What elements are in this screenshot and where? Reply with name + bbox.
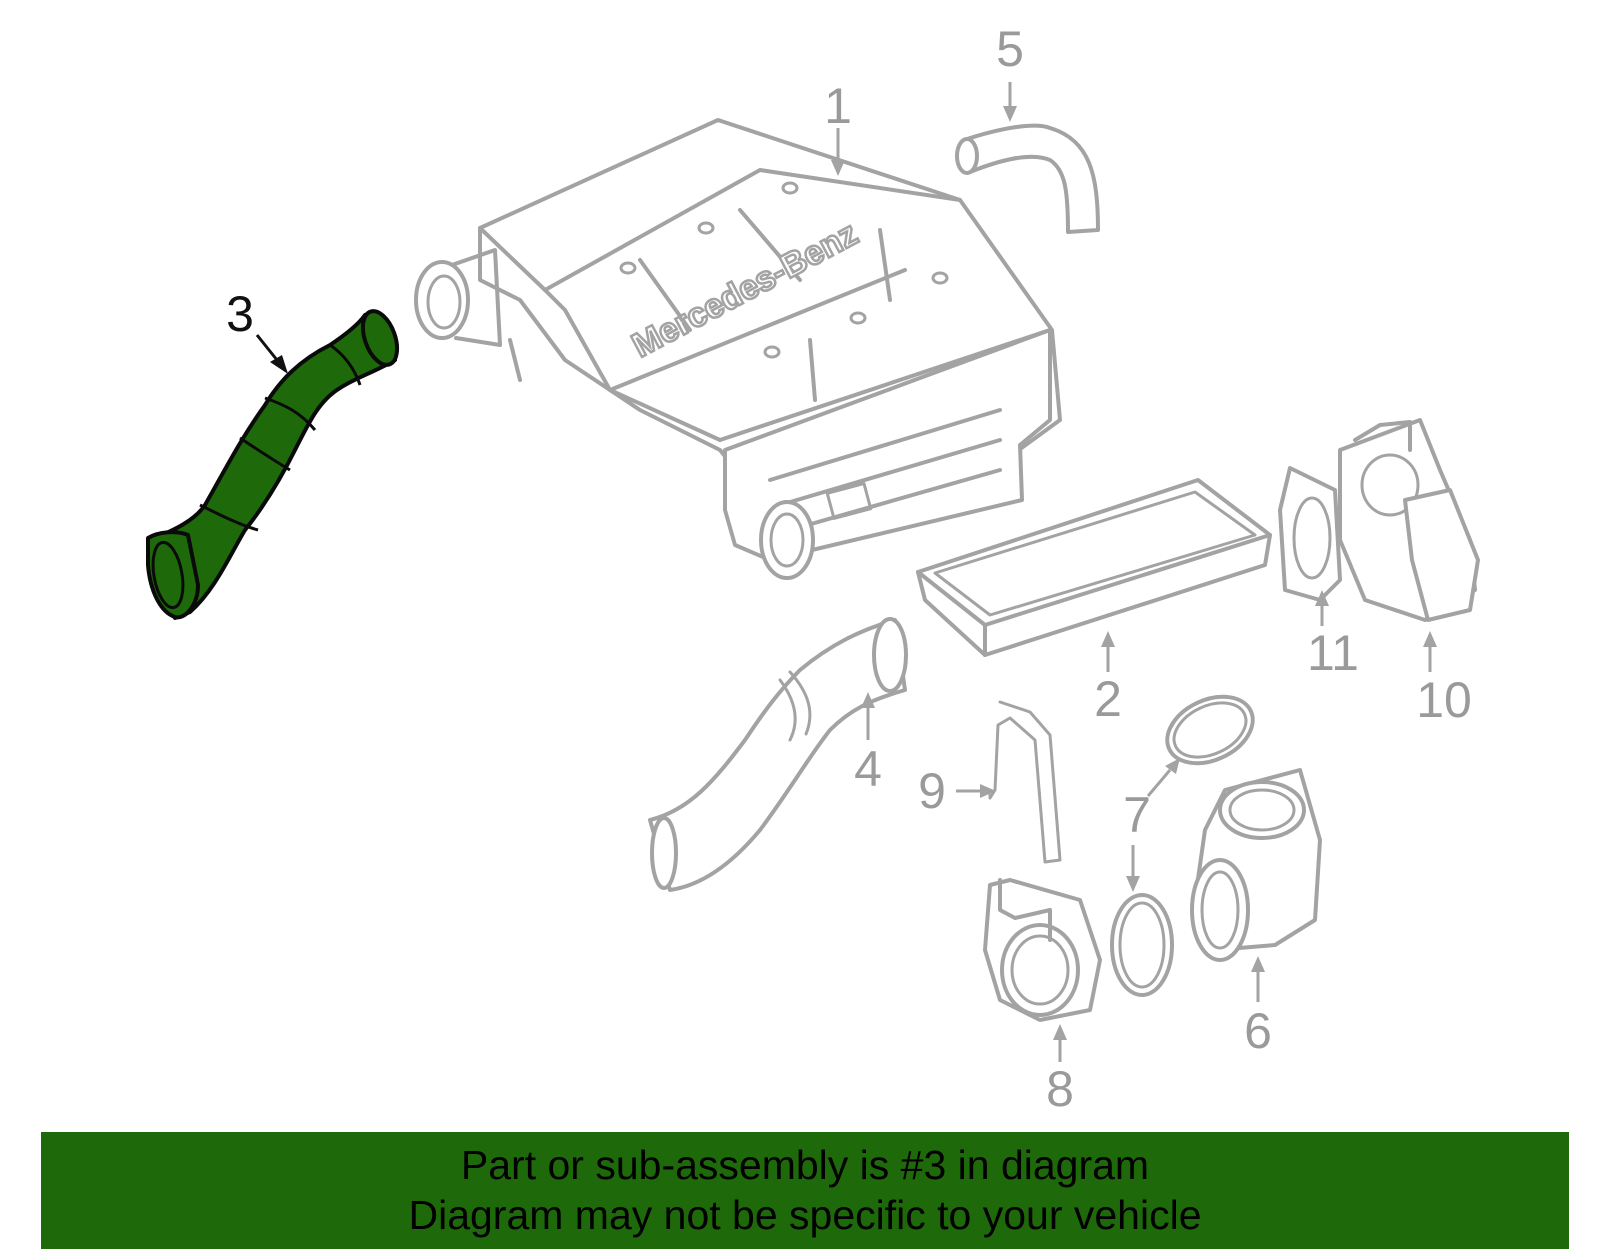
part-8-sensor[interactable] (983, 878, 1102, 1022)
callout-7: 7 (1123, 758, 1180, 892)
part-9-seal[interactable] (988, 700, 1062, 864)
svg-text:8: 8 (1046, 1061, 1074, 1117)
part-3-air-duct-highlighted[interactable] (146, 307, 404, 620)
svg-text:3: 3 (226, 286, 254, 342)
part-11-gasket[interactable] (1278, 466, 1342, 602)
svg-text:2: 2 (1094, 671, 1122, 727)
svg-text:6: 6 (1244, 1003, 1272, 1059)
callout-10: 10 (1416, 631, 1472, 728)
callout-3: 3 (226, 286, 288, 374)
svg-text:9: 9 (918, 763, 946, 819)
svg-text:4: 4 (854, 741, 882, 797)
svg-text:11: 11 (1307, 625, 1359, 681)
callout-6: 6 (1244, 956, 1272, 1059)
part-2-filter-element[interactable] (916, 478, 1272, 657)
callout-9: 9 (918, 763, 996, 819)
callout-11: 11 (1307, 590, 1359, 681)
svg-text:7: 7 (1123, 787, 1151, 843)
svg-text:1: 1 (824, 78, 852, 134)
part-7-ring-lower[interactable] (1110, 893, 1174, 997)
info-banner: Part or sub-assembly is #3 in diagram Di… (41, 1132, 1569, 1249)
callout-1: 1 (824, 78, 852, 176)
svg-text:5: 5 (996, 21, 1024, 77)
part-1-air-filter-housing[interactable]: Mercedes-Benz (414, 118, 1062, 580)
callout-5: 5 (996, 21, 1024, 122)
svg-text:10: 10 (1416, 672, 1472, 728)
part-4-intake-duct[interactable] (648, 617, 908, 892)
banner-line-part-number: Part or sub-assembly is #3 in diagram (460, 1142, 1150, 1188)
part-10-throttle-body[interactable] (1338, 418, 1480, 622)
part-6-air-mass-housing[interactable] (1190, 768, 1322, 962)
part-7-ring-upper[interactable] (1157, 684, 1264, 776)
banner-line-disclaimer: Diagram may not be specific to your vehi… (408, 1192, 1202, 1238)
callout-2: 2 (1094, 631, 1122, 727)
callout-4: 4 (854, 692, 882, 797)
part-5-hose[interactable] (955, 123, 1100, 234)
callout-8: 8 (1046, 1024, 1074, 1117)
